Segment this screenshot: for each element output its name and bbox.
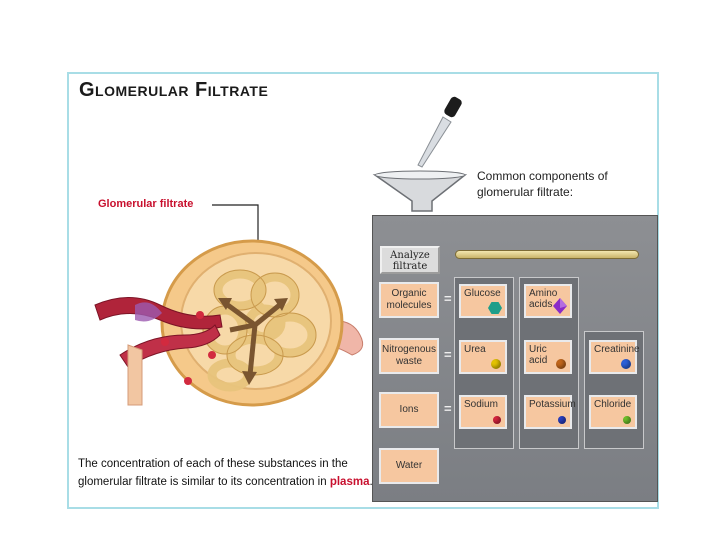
vessel-stump	[127, 344, 143, 406]
sphere-icon	[623, 416, 631, 424]
item-label: Urea	[464, 344, 486, 355]
analyze-filtrate-button[interactable]: Analyze filtrate	[380, 246, 440, 274]
item-label: Potassium	[529, 399, 576, 410]
item-label: Amino acids	[529, 288, 558, 310]
blood-cell	[184, 377, 192, 385]
item-sodium[interactable]: Sodium	[459, 395, 507, 429]
glomerulus-illustration	[94, 204, 364, 407]
item-glucose[interactable]: Glucose	[459, 284, 507, 318]
category-ions: Ions	[379, 392, 439, 428]
item-uric-acid[interactable]: Uric acid	[524, 340, 572, 374]
filtrate-tube	[455, 250, 639, 259]
juxtaglomerular-cells	[135, 302, 162, 322]
category-water: Water	[379, 448, 439, 484]
caption-highlight: plasma	[329, 476, 370, 488]
diagram-title: Glomerular Filtrate	[79, 79, 269, 101]
filtration-arrows	[218, 298, 288, 385]
dropper-bulb	[444, 96, 462, 118]
caption-body: The concentration of each of these subst…	[78, 458, 348, 488]
blood-cell	[208, 351, 216, 359]
common-components-text: Common components of glomerular filtrate…	[477, 169, 608, 199]
blood-cell	[161, 338, 169, 346]
item-label: Uric acid	[529, 344, 548, 366]
sphere-icon	[556, 359, 566, 369]
sphere-icon	[491, 359, 501, 369]
sphere-icon	[493, 416, 501, 424]
item-creatinine[interactable]: Creatinine	[589, 340, 640, 374]
glomerular-filtrate-label: Glomerular filtrate	[98, 198, 194, 210]
item-potassium[interactable]: Potassium	[524, 395, 576, 429]
item-label: Sodium	[464, 399, 498, 410]
item-label: Creatinine	[594, 344, 640, 355]
label-leader-line	[212, 204, 259, 243]
hexagon-icon	[488, 302, 502, 314]
category-organic-molecules: Organic molecules	[379, 282, 439, 318]
equals-sign: =	[444, 401, 452, 416]
equals-sign: =	[444, 347, 452, 362]
pyramid-icon	[553, 298, 567, 314]
blood-cell	[196, 311, 204, 319]
sphere-icon	[558, 416, 566, 424]
item-label: Glucose	[464, 288, 501, 299]
equals-sign: =	[444, 291, 452, 306]
dropper-funnel-illustration	[372, 96, 468, 212]
item-amino-acids[interactable]: Amino acids	[524, 284, 572, 318]
caption-end: .	[369, 476, 372, 488]
caption-text: The concentration of each of these subst…	[78, 455, 378, 491]
item-urea[interactable]: Urea	[459, 340, 507, 374]
item-chloride[interactable]: Chloride	[589, 395, 637, 429]
efferent-arteriole	[119, 324, 221, 368]
item-label: Chloride	[594, 399, 632, 410]
dropper-tube	[417, 116, 452, 168]
funnel-icon	[372, 174, 468, 212]
category-nitrogenous-waste: Nitrogenous waste	[379, 338, 439, 374]
sphere-icon	[621, 359, 631, 369]
